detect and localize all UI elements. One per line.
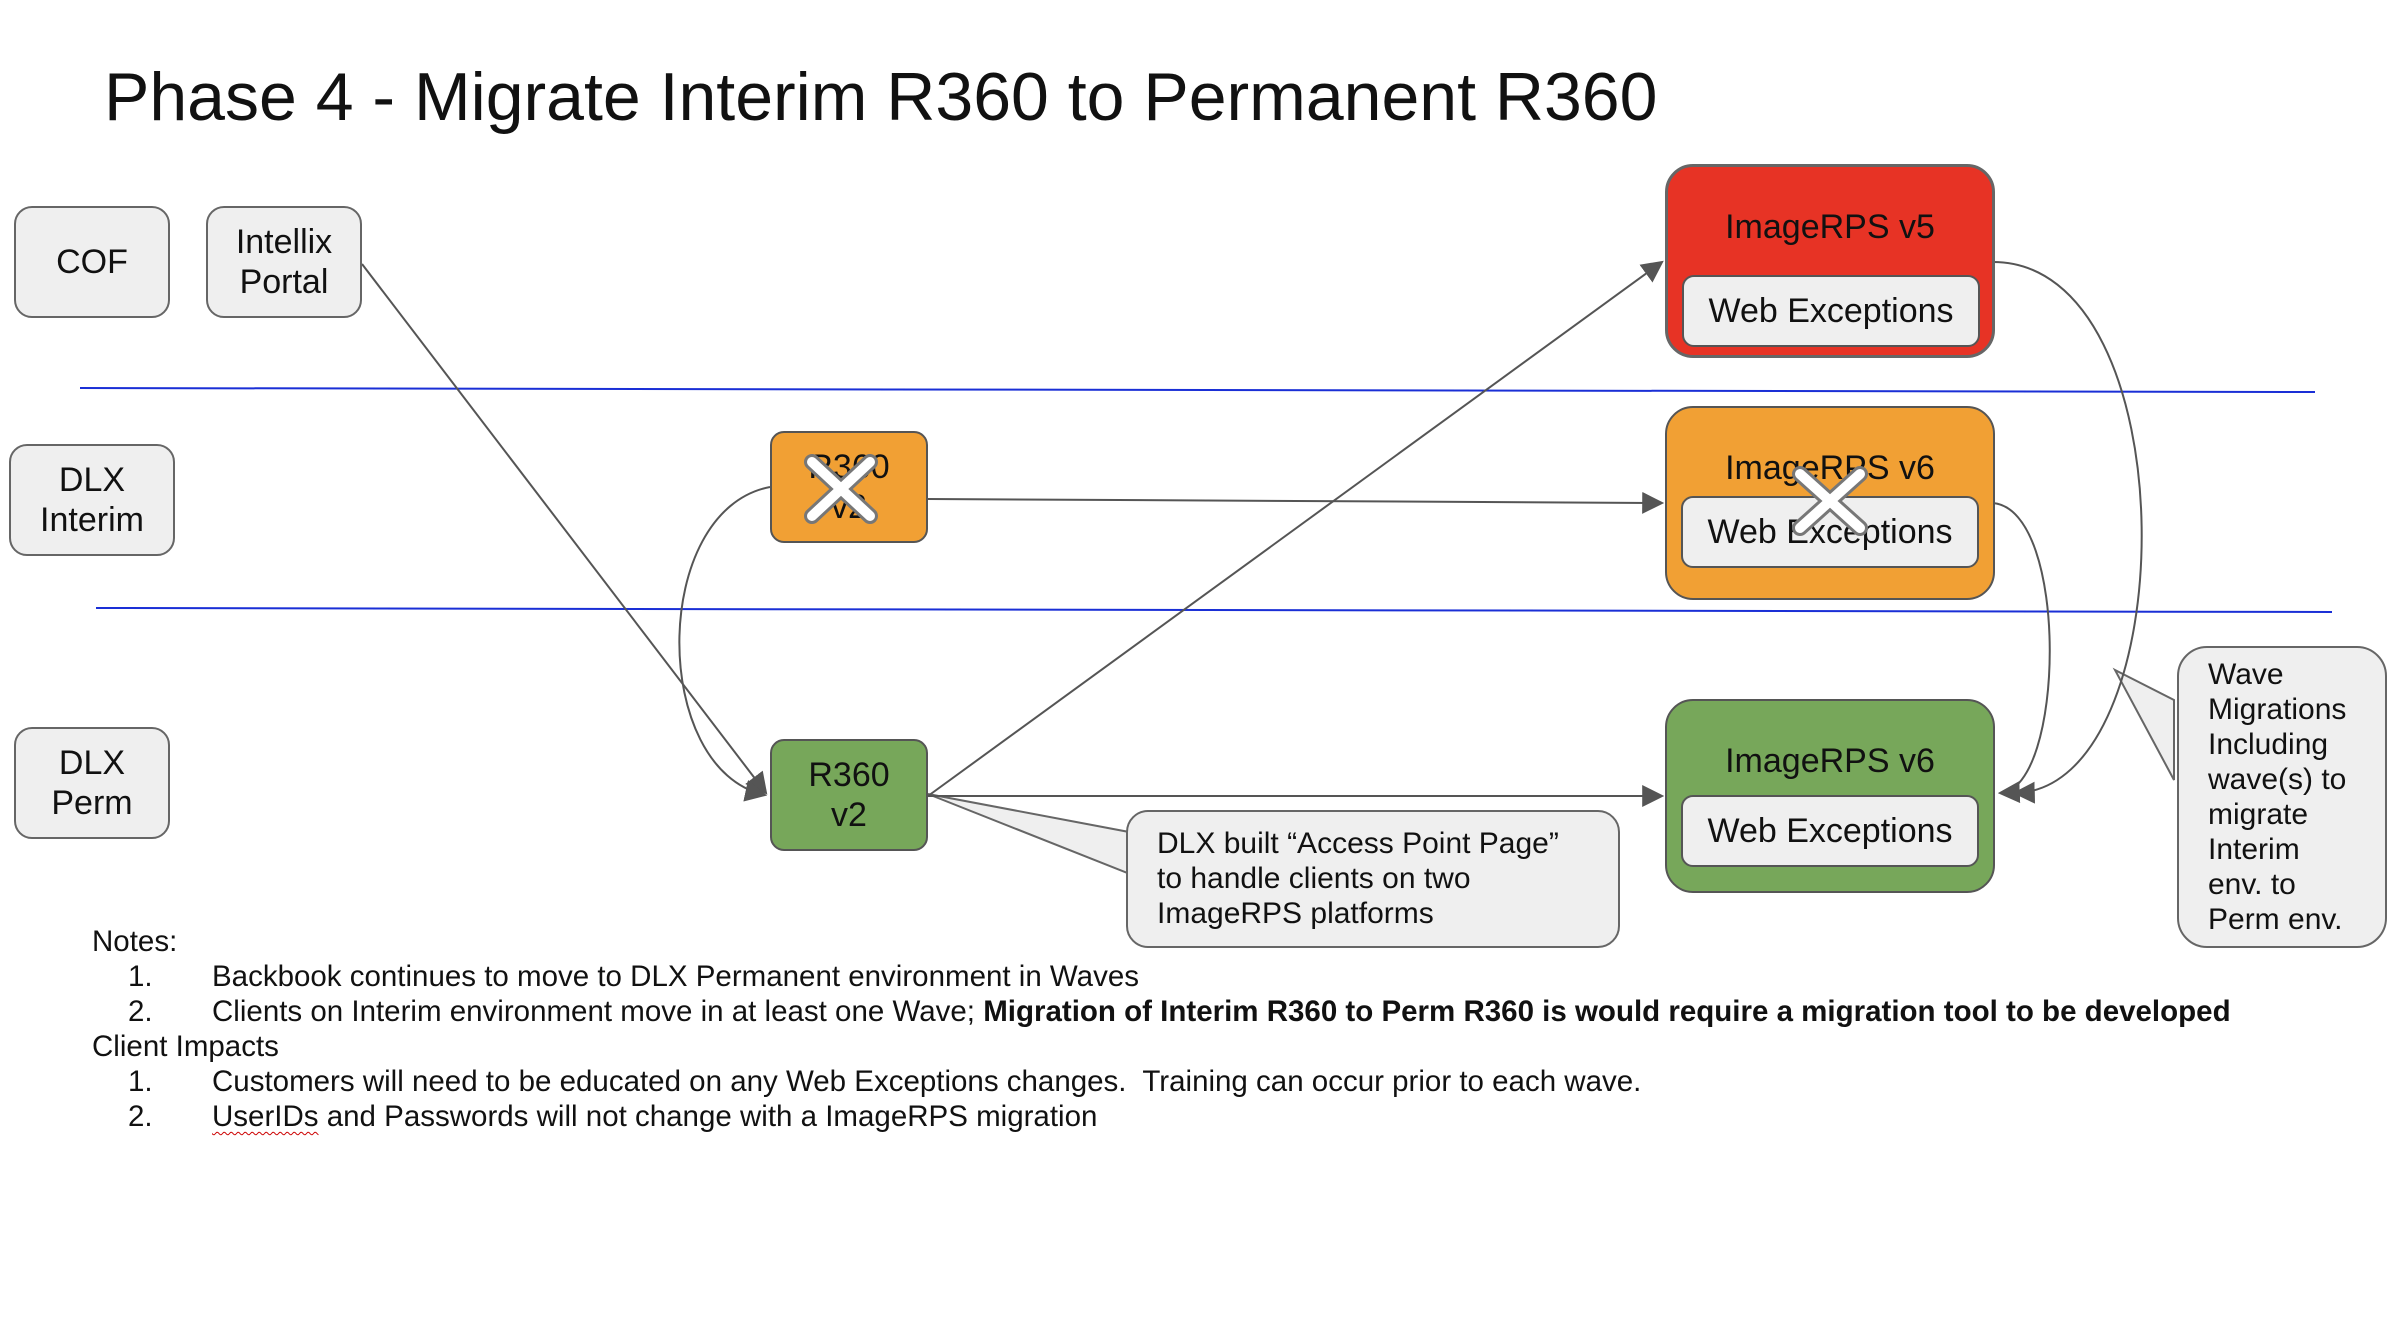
lane-label-dlx-interim: DLX Interim xyxy=(9,444,175,556)
note-number: 1. xyxy=(128,960,153,993)
node-imagerps-v6-interim: ImageRPS v6 Web Exceptions xyxy=(1665,406,1995,600)
callout-access-point-text: DLX built “Access Point Page” to handle … xyxy=(1157,826,1559,931)
wave-line4: wave(s) to xyxy=(2208,763,2347,796)
client-impact-number: 1. xyxy=(128,1065,153,1098)
node-imagerps-v6-perm: ImageRPS v6 Web Exceptions xyxy=(1665,699,1995,893)
client-impact-flagged-word: UserIDs xyxy=(212,1100,319,1133)
note-text: Clients on Interim environment move in a… xyxy=(212,995,984,1028)
imagerps-v6-interim-inner-label: Web Exceptions xyxy=(1707,513,1953,551)
lane-label-cof: COF xyxy=(14,206,170,318)
note-text: Backbook continues to move to DLX Perman… xyxy=(212,960,1139,993)
imagerps-v5-title: ImageRPS v5 xyxy=(1725,208,1935,246)
imagerps-v6-interim-title: ImageRPS v6 xyxy=(1725,449,1935,487)
client-impacts-heading: Client Impacts xyxy=(92,1030,279,1063)
r360-perm-line2: v2 xyxy=(831,796,867,834)
client-impact-number: 2. xyxy=(128,1100,153,1133)
wave-line7: env. to xyxy=(2208,868,2296,901)
client-impact-item: 2. UserIDs and Passwords will not change… xyxy=(92,1099,2231,1134)
imagerps-v5-web-exceptions: Web Exceptions xyxy=(1682,275,1980,347)
dlx-interim-line1: DLX xyxy=(58,461,126,499)
client-impact-item: 1. Customers will need to be educated on… xyxy=(92,1064,2231,1099)
callout-wave-migrations xyxy=(2177,646,2387,948)
dlx-perm-line1: DLX xyxy=(58,744,126,782)
client-impact-text: Customers will need to be educated on an… xyxy=(212,1065,1642,1098)
wave-line3: Including xyxy=(2208,728,2329,761)
wave-line2: Migrations xyxy=(2208,693,2347,726)
wave-line8: Perm env. xyxy=(2208,903,2343,936)
lane-label-intellix-portal: Intellix Portal xyxy=(206,206,362,318)
node-imagerps-v5: ImageRPS v5 Web Exceptions xyxy=(1665,164,1995,358)
imagerps-v5-inner-label: Web Exceptions xyxy=(1708,292,1954,330)
x-mark-imagerps-v6-interim-icon xyxy=(1792,466,1868,536)
note-item: 1. Backbook continues to move to DLX Per… xyxy=(92,959,2231,994)
notes-section: Notes: 1. Backbook continues to move to … xyxy=(92,924,2231,1134)
note-bold-text: Migration of Interim R360 to Perm R360 i… xyxy=(983,995,2231,1028)
arrow-imagerps-v6-interim-to-imagerps-v6-perm xyxy=(1992,502,2051,803)
arrow-imagerps-v5-to-imagerps-v6-perm xyxy=(1992,261,2143,804)
access-point-line3: ImageRPS platforms xyxy=(1157,897,1434,930)
access-point-line1: DLX built “Access Point Page” xyxy=(1157,827,1559,860)
lane-label-cof-text: COF xyxy=(56,243,128,281)
lane-separator-bottom xyxy=(95,607,2333,613)
wave-callout-tail xyxy=(2112,667,2175,781)
lane-label-dlx-perm: DLX Perm xyxy=(14,727,170,839)
wave-line5: migrate xyxy=(2208,798,2309,831)
arrow-r360-interim-to-imagerps-v6-interim xyxy=(927,491,1665,514)
lane-separator-top xyxy=(79,387,2316,393)
x-mark-r360-interim-icon xyxy=(804,454,878,524)
intellix-line1: Intellix xyxy=(235,223,333,261)
imagerps-v6-perm-web-exceptions: Web Exceptions xyxy=(1681,795,1979,867)
page-title: Phase 4 - Migrate Interim R360 to Perman… xyxy=(104,59,1658,135)
access-point-line2: to handle clients on two xyxy=(1157,862,1471,895)
node-r360-perm: R360 v2 xyxy=(770,739,928,851)
arrow-r360-interim-to-r360-perm xyxy=(678,486,771,802)
wave-line1: Wave xyxy=(2208,658,2284,691)
callout-access-point xyxy=(1126,810,1620,948)
callout-wave-migrations-text: Wave Migrations Including wave(s) to mig… xyxy=(2208,657,2346,937)
dlx-perm-line2: Perm xyxy=(51,784,133,822)
client-impact-text: and Passwords will not change with a Ima… xyxy=(318,1100,1098,1133)
dlx-interim-line2: Interim xyxy=(40,501,144,539)
intellix-line2: Portal xyxy=(239,263,329,301)
arrow-intellix-to-r360-perm xyxy=(361,263,768,795)
wave-line6: Interim xyxy=(2208,833,2300,866)
r360-perm-line1: R360 xyxy=(808,756,890,794)
arrow-r360-perm-to-imagerps-v5 xyxy=(927,260,1664,797)
imagerps-v6-perm-inner-label: Web Exceptions xyxy=(1707,812,1953,850)
note-item: 2. Clients on Interim environment move i… xyxy=(92,994,2231,1029)
imagerps-v6-perm-title: ImageRPS v6 xyxy=(1725,742,1935,780)
note-number: 2. xyxy=(128,995,153,1028)
notes-heading: Notes: xyxy=(92,925,178,958)
